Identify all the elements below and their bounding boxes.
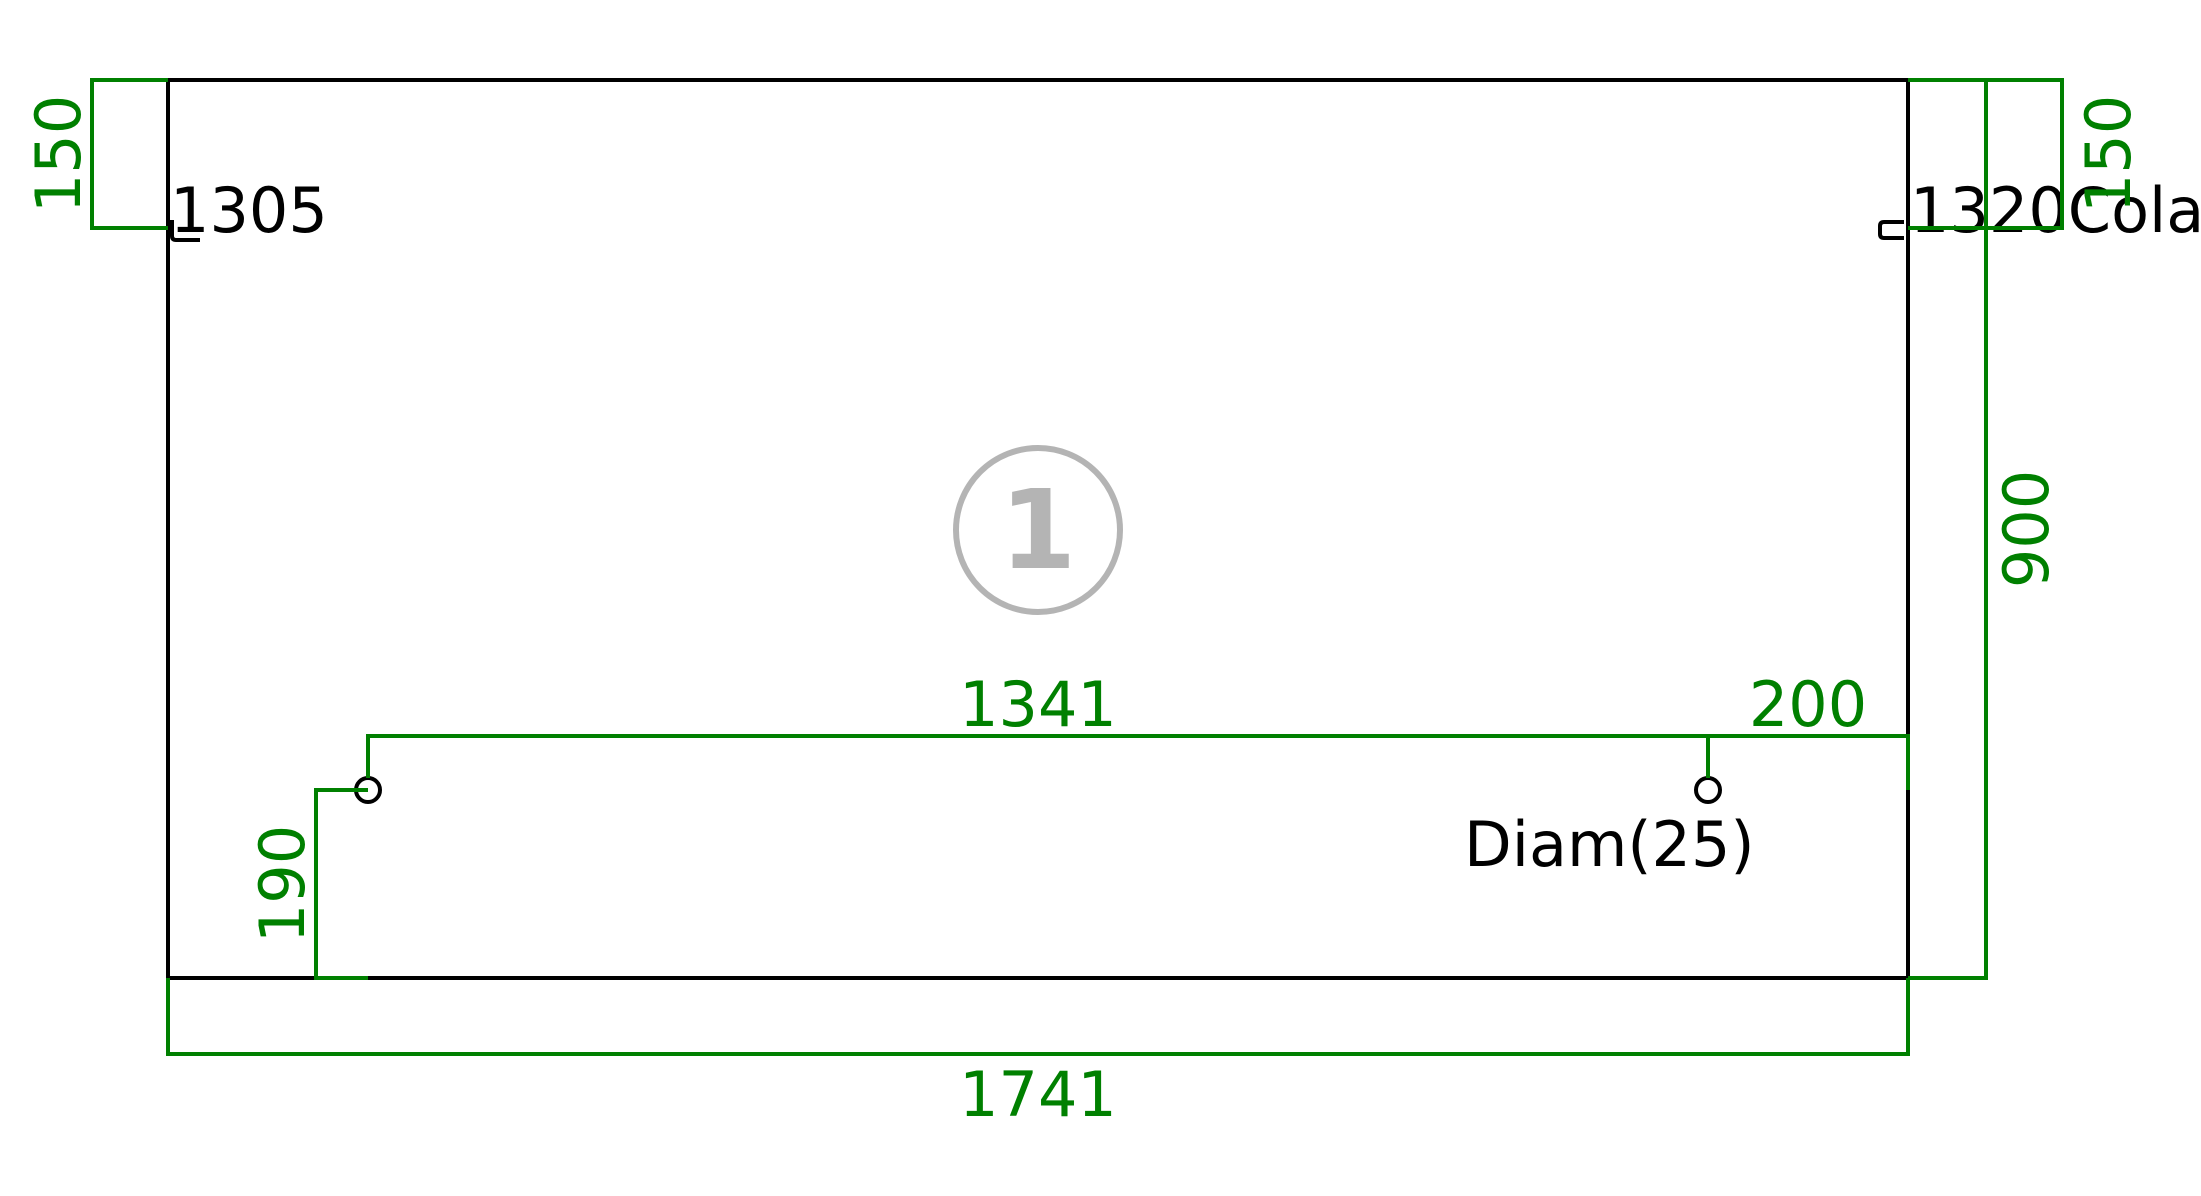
hole-right: [1694, 776, 1722, 804]
hole-right-offset-value: 200: [1749, 668, 1867, 741]
hole-spacing-value: 1341: [959, 668, 1117, 741]
panel-outline: [166, 78, 1910, 980]
hole-height-dimension: [314, 788, 368, 980]
width-dimension: [166, 978, 1910, 1056]
height-value: 900: [1990, 470, 2063, 588]
part-number-circle: [953, 445, 1123, 615]
hole-diameter-label: Diam(25): [1464, 808, 1755, 881]
part-number-label: 1: [1000, 466, 1077, 594]
height-dimension: [1908, 78, 1988, 980]
right-edge-marker: [1878, 220, 1904, 240]
hole-spacing-dimension: [366, 734, 1910, 790]
right-offset-value: 150: [2072, 95, 2145, 213]
right-edge-label: 1320Colan: [1910, 174, 2201, 247]
left-edge-marker: [170, 220, 200, 242]
left-offset-value: 150: [22, 95, 95, 213]
left-edge-label: 1305: [170, 174, 328, 247]
left-offset-dimension: [90, 78, 168, 230]
hole-height-value: 190: [246, 825, 319, 943]
width-value: 1741: [959, 1058, 1117, 1131]
